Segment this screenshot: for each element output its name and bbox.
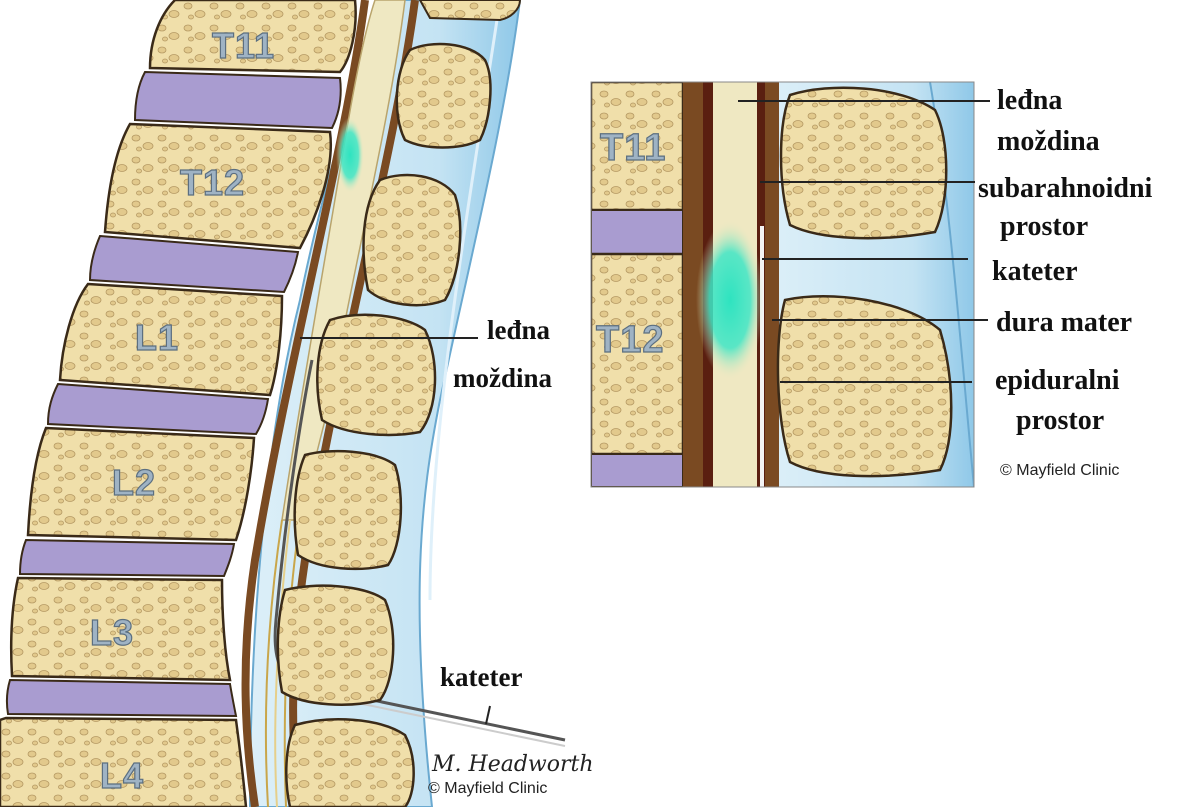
inset-panel: T11 T12	[591, 82, 990, 487]
vertebra-label-l2: L2	[112, 462, 156, 503]
inset-label-epidural-line1: epiduralni	[995, 367, 1119, 395]
inset-vertebra-label-t12: T12	[596, 319, 664, 361]
inset-label-subarachnoid-line1: subarahnoidni	[978, 175, 1152, 203]
spinous-process-2	[397, 44, 491, 147]
vertebra-label-t12: T12	[180, 162, 245, 203]
vertebra-label-t11: T11	[212, 25, 275, 66]
label-spinal-cord-line2: moždina	[453, 365, 552, 392]
spinous-process-3	[364, 175, 461, 305]
spinous-process-1	[420, 0, 520, 20]
inset-label-dura: dura mater	[996, 309, 1132, 337]
label-spinal-cord-line1: leđna	[487, 317, 550, 344]
inset-label-catheter: kateter	[992, 258, 1078, 286]
spinous-process-4	[317, 315, 435, 435]
inset-label-epidural-line2: prostor	[1016, 407, 1104, 435]
disc-l3-l4	[7, 680, 236, 716]
credit-inset: © Mayfield Clinic	[1000, 462, 1119, 480]
inset-process-lower	[778, 296, 951, 476]
inset-drug-cloud	[696, 220, 764, 380]
inset-label-cord-line1: leđna	[997, 87, 1062, 115]
inset-label-cord-line2: moždina	[997, 128, 1100, 156]
drug-cloud	[336, 117, 364, 193]
inset-disc-lower	[591, 454, 683, 487]
spinous-process-7	[286, 719, 413, 807]
inset-process-upper	[781, 88, 946, 238]
vertebra-label-l4: L4	[100, 755, 144, 796]
spinous-process-5	[295, 451, 401, 569]
disc-l2-l3	[20, 540, 234, 576]
inset-label-subarachnoid-line2: prostor	[1000, 213, 1088, 241]
leader-catheter	[486, 706, 490, 724]
credit-main: © Mayfield Clinic	[428, 780, 547, 798]
vertebra-label-l1: L1	[135, 317, 179, 358]
vertebra-label-l3: L3	[90, 612, 134, 653]
label-catheter: kateter	[440, 664, 522, 691]
inset-disc	[591, 210, 683, 254]
disc-t11-t12	[135, 72, 341, 128]
inset-vertebra-label-t11: T11	[600, 127, 666, 169]
spinous-process-6	[278, 586, 393, 705]
signature: M. Headworth	[432, 752, 594, 777]
